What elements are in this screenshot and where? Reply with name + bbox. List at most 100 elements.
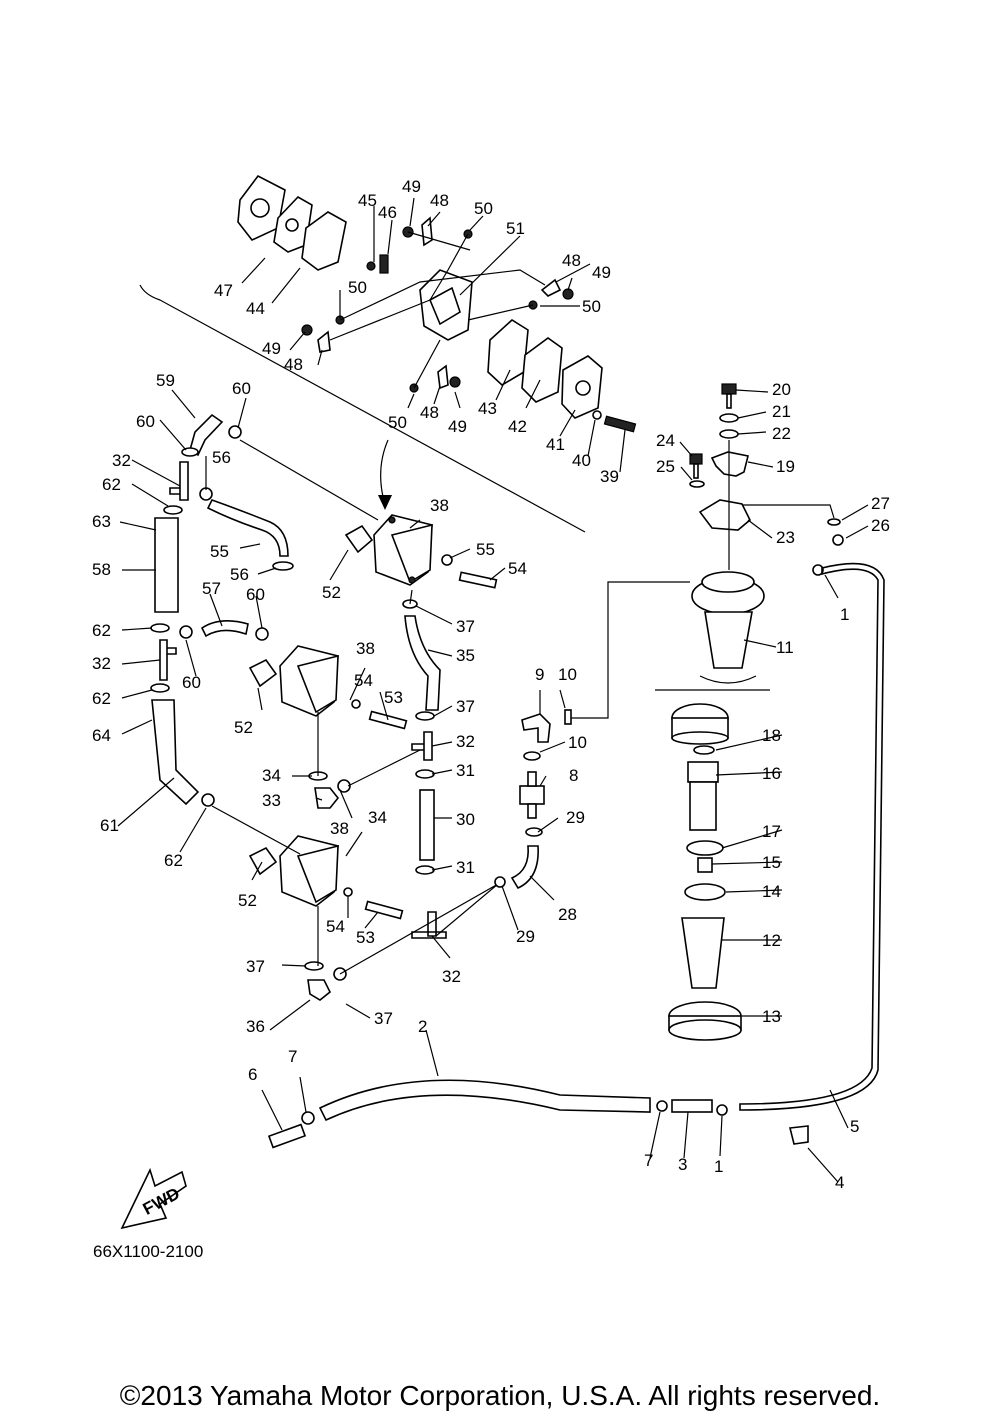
- callout-62: 62: [164, 851, 183, 870]
- fuel-pump-38-bottom: [248, 835, 339, 907]
- washer-40: [592, 410, 602, 420]
- valve-48-bottom: [437, 364, 449, 390]
- joint-32-left: [159, 639, 177, 681]
- callout-55: 55: [210, 542, 229, 561]
- hose-59: [189, 413, 224, 457]
- callout-19: 19: [776, 457, 795, 476]
- callout-22: 22: [772, 424, 791, 443]
- clip-60a: [181, 447, 199, 457]
- callout-48: 48: [562, 251, 581, 270]
- fwd-arrow-icon: [120, 1167, 187, 1230]
- hose-elbow-9: [521, 713, 551, 743]
- connector-6: [267, 1123, 307, 1149]
- fuel-hose-5: [739, 562, 885, 1111]
- o-ring-18: [693, 745, 715, 755]
- fuel-pump-38-top: [344, 514, 433, 586]
- callout-56: 56: [230, 565, 249, 584]
- callout-59: 59: [156, 371, 175, 390]
- callout-labels: 1 1 2 3 4 5 6 7 7 8 9 10 10 11 12 13 14 …: [92, 177, 890, 1192]
- callout-48: 48: [430, 191, 449, 210]
- bolt-53-bottom: [364, 900, 404, 920]
- washer-27: [827, 518, 841, 526]
- callout-30: 30: [456, 810, 475, 829]
- callout-60: 60: [136, 412, 155, 431]
- leader-lines: [117, 197, 869, 1183]
- spring-46: [379, 254, 389, 274]
- clip-1-top: [812, 564, 824, 576]
- callout-36: 36: [246, 1017, 265, 1036]
- callout-39: 39: [600, 467, 619, 486]
- check-valve-8: [519, 771, 545, 819]
- callout-8: 8: [569, 766, 578, 785]
- callout-53: 53: [356, 928, 375, 947]
- callout-50: 50: [388, 413, 407, 432]
- bolt-20-head: [721, 383, 737, 395]
- callout-15: 15: [762, 853, 781, 872]
- arrow-head-icon: [378, 495, 392, 510]
- screw-39: [603, 415, 637, 433]
- callout-49: 49: [402, 177, 421, 196]
- callout-57: 57: [202, 579, 221, 598]
- filter-cup-12: [681, 917, 725, 989]
- callout-38: 38: [330, 819, 349, 838]
- washer-55: [441, 554, 453, 566]
- callout-52: 52: [238, 891, 257, 910]
- bracket-23: [698, 499, 751, 531]
- callout-25: 25: [656, 457, 675, 476]
- hose-35: [404, 615, 441, 711]
- callout-62: 62: [102, 475, 121, 494]
- callout-44: 44: [246, 299, 265, 318]
- washer-45: [366, 261, 376, 271]
- clip-60b: [228, 425, 242, 439]
- callout-26: 26: [871, 516, 890, 535]
- callout-56: 56: [212, 448, 231, 467]
- clip-60c: [179, 625, 193, 639]
- callout-29: 29: [566, 808, 585, 827]
- clip-31a: [415, 769, 435, 779]
- hose-58: [154, 517, 179, 613]
- clip-56b: [272, 561, 294, 571]
- callout-37: 37: [246, 957, 265, 976]
- callout-3: 3: [678, 1155, 687, 1174]
- callout-11: 11: [776, 638, 794, 657]
- bracket-19: [710, 451, 749, 477]
- clip-29a: [525, 827, 543, 837]
- copyright-notice: ©2013 Yamaha Motor Corporation, U.S.A. A…: [119, 1380, 881, 1411]
- callout-38: 38: [356, 639, 375, 658]
- callout-50: 50: [582, 297, 601, 316]
- callout-60: 60: [232, 379, 251, 398]
- diaphragm-44: [273, 195, 313, 253]
- callout-33: 33: [262, 791, 281, 810]
- callout-7: 7: [288, 1047, 297, 1066]
- bolt-26: [832, 534, 844, 546]
- washer-54-bottom: [343, 887, 353, 897]
- washer-25: [689, 480, 705, 488]
- callout-49: 49: [262, 339, 281, 358]
- callout-34: 34: [368, 808, 387, 827]
- bolt-54-top: [458, 571, 498, 589]
- callout-62: 62: [92, 689, 111, 708]
- callout-45: 45: [358, 191, 377, 210]
- diaphragm-44b: [301, 211, 347, 271]
- clip-31b: [415, 865, 435, 875]
- callout-21: 21: [772, 402, 791, 421]
- protector-64: [151, 699, 200, 806]
- callout-16: 16: [762, 764, 781, 783]
- callout-32: 32: [442, 967, 461, 986]
- clip-29b: [494, 876, 506, 888]
- assembly-lines-pumps: [211, 439, 421, 966]
- element-16: [687, 761, 719, 831]
- callout-54: 54: [508, 559, 527, 578]
- callout-41: 41: [546, 435, 565, 454]
- filter-head-detail: [671, 703, 729, 745]
- washer-17: [686, 840, 724, 856]
- callout-52: 52: [322, 583, 341, 602]
- callout-32: 32: [456, 732, 475, 751]
- callout-27: 27: [871, 494, 890, 513]
- clip-10b: [523, 751, 541, 761]
- callout-47: 47: [214, 281, 233, 300]
- callout-54: 54: [326, 917, 345, 936]
- hose-36: [307, 979, 332, 1001]
- callout-60: 60: [182, 673, 201, 692]
- callout-31: 31: [456, 858, 475, 877]
